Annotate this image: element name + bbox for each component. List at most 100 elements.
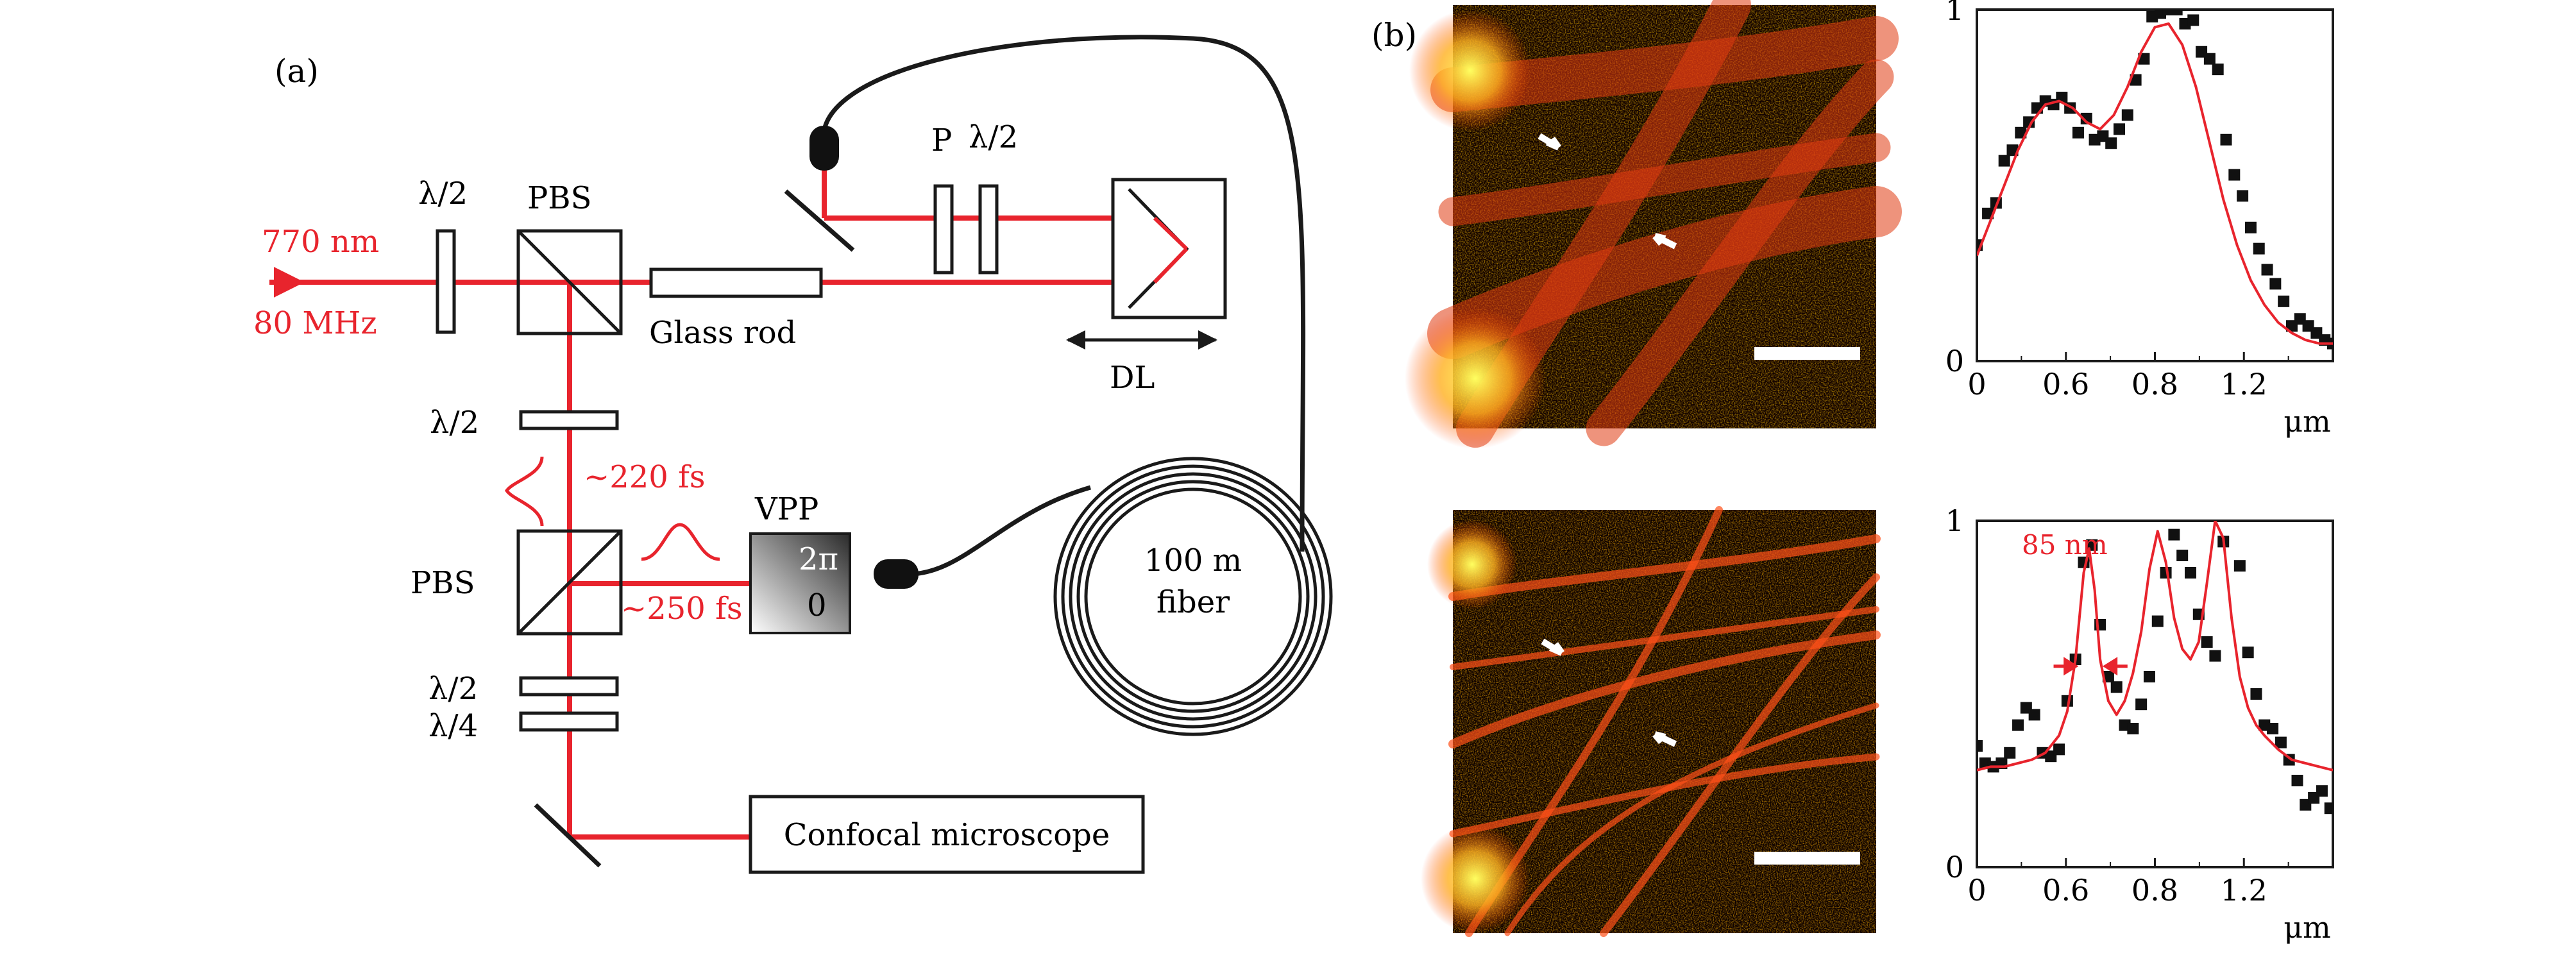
data-point xyxy=(1982,207,1994,219)
y-tick-label: 0 xyxy=(1945,344,1964,378)
pbs-bottom xyxy=(516,529,623,636)
panel-b-label: (b) xyxy=(1371,17,1417,54)
data-point xyxy=(2110,681,2123,693)
data-point xyxy=(2162,10,2174,15)
vpp-phase-low: 0 xyxy=(807,587,827,623)
vpp-label: VPP xyxy=(754,491,818,527)
delay-line xyxy=(1066,178,1227,350)
halfwave-3-label: λ/2 xyxy=(430,405,479,441)
data-point xyxy=(2151,615,2164,627)
confocal-microscope-box xyxy=(749,795,1145,874)
data-point xyxy=(2138,53,2150,65)
laser-beam-path xyxy=(269,154,1157,840)
confocal-image xyxy=(1405,0,1902,449)
halfwave-1-label: λ/2 xyxy=(418,176,468,212)
fit-curve xyxy=(1977,521,2333,772)
mirror-bottom xyxy=(534,803,602,868)
data-point xyxy=(2171,10,2183,15)
data-point xyxy=(2203,53,2216,65)
fiber-type-label: fiber xyxy=(1157,584,1230,620)
vortex-phase-plate xyxy=(749,532,851,634)
data-point xyxy=(2261,264,2273,276)
pulse-shape-1 xyxy=(504,456,544,527)
white-arrow-1 xyxy=(1538,133,1562,151)
data-point xyxy=(2228,169,2241,181)
data-point xyxy=(2121,109,2133,121)
pulse-1-label: ~220 fs xyxy=(584,459,706,495)
data-point xyxy=(2105,137,2117,149)
data-point xyxy=(2201,636,2213,648)
x-tick-label: 0.6 xyxy=(2042,873,2089,908)
data-point xyxy=(2316,785,2328,797)
delay-line-label: DL xyxy=(1110,360,1155,396)
fwhm-arrow-left xyxy=(2053,657,2079,676)
data-point xyxy=(2244,221,2257,233)
halfwave-4-label: λ/2 xyxy=(428,671,478,707)
y-tick-label: 1 xyxy=(1945,0,1964,27)
halfwave-2-label: λ/2 xyxy=(969,119,1018,155)
data-point xyxy=(2220,133,2232,146)
quarterwave-plate xyxy=(519,711,619,732)
halfwave-plate-2 xyxy=(978,184,999,275)
data-point xyxy=(2130,74,2142,86)
data-point xyxy=(2127,723,2139,734)
fiber-coupler-mid xyxy=(874,559,919,589)
halfwave-plate-3 xyxy=(519,410,619,430)
white-arrow-3 xyxy=(1541,638,1565,656)
data-point xyxy=(2185,567,2196,579)
polarizer-label: P xyxy=(931,123,952,158)
y-tick-label: 0 xyxy=(1945,850,1964,884)
setup-schematic: (a) 100 m fiber 770 nm 80 MHz xyxy=(253,35,1333,874)
x-tick-label: 1.2 xyxy=(2221,367,2267,401)
sted-image xyxy=(1421,506,1881,937)
fiber-coil xyxy=(1053,457,1333,736)
pulse-2-label: ~250 fs xyxy=(621,591,743,627)
data-point xyxy=(2080,112,2092,124)
data-point xyxy=(2072,126,2084,139)
data-point xyxy=(2291,775,2303,786)
data-point xyxy=(2237,190,2249,202)
data-point xyxy=(2267,723,2279,734)
halfwave-plate-1 xyxy=(436,229,456,334)
glass-rod xyxy=(649,267,823,298)
x-tick-label: 0.6 xyxy=(2042,367,2089,401)
data-point xyxy=(2242,647,2254,659)
data-point xyxy=(2135,698,2148,711)
data-point xyxy=(2004,747,2016,759)
white-arrow-2 xyxy=(1652,233,1677,249)
laser-wavelength-label: 770 nm xyxy=(262,224,379,260)
data-point xyxy=(2168,528,2180,541)
plot-area xyxy=(1977,10,2333,350)
data-point xyxy=(2212,63,2224,76)
white-arrow-4 xyxy=(1652,731,1677,747)
x-tick-label: 0 xyxy=(1967,873,1986,908)
fit-curve xyxy=(1977,22,2333,345)
data-point xyxy=(2023,116,2035,128)
y-tick-label: 1 xyxy=(1945,503,1964,538)
plot-area xyxy=(1977,505,2333,815)
data-point xyxy=(2324,802,2333,815)
glass-rod-label: Glass rod xyxy=(649,315,796,351)
data-point xyxy=(2114,123,2125,135)
data-point xyxy=(2269,278,2282,290)
data-point xyxy=(2278,295,2290,307)
data-point xyxy=(2028,709,2040,721)
x-unit-label: μm xyxy=(2284,404,2331,439)
fiber-cable xyxy=(821,35,1306,577)
x-tick-label: 1.2 xyxy=(2221,873,2267,908)
pbs-bottom-label: PBS xyxy=(411,565,475,601)
data-point xyxy=(2176,550,2189,561)
plot-frame xyxy=(1976,520,2334,868)
scale-bar-1 xyxy=(1754,347,1860,360)
data-point xyxy=(2015,126,2027,139)
fiber-coupler-top xyxy=(809,126,839,171)
plot-frame xyxy=(1976,8,2334,362)
x-tick-label: 0 xyxy=(1967,367,1986,401)
fwhm-arrow-right xyxy=(2102,657,2128,676)
pulse-shape-2 xyxy=(641,523,720,561)
data-point xyxy=(2226,505,2237,516)
quarterwave-label: λ/4 xyxy=(428,708,478,744)
